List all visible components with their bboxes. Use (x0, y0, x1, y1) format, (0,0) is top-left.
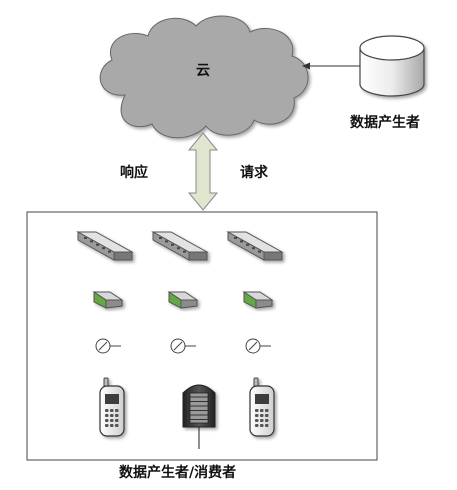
gateway-icon (167, 291, 199, 309)
sensor-icon (182, 384, 216, 449)
response-label: 响应 (120, 165, 148, 181)
cloud-shape (99, 15, 309, 139)
antenna-icon (245, 338, 271, 354)
database-icon (359, 35, 425, 97)
device-columns (76, 231, 284, 449)
network-box (26, 211, 378, 461)
switch-icon (226, 231, 284, 261)
mobile-phone-icon (249, 377, 275, 437)
gateway-icon (242, 291, 274, 309)
request-response-arrow (187, 132, 219, 211)
device-column-1 (76, 231, 134, 437)
switch-icon (76, 231, 134, 261)
producer-label: 数据产生者 (350, 115, 420, 131)
producer-to-cloud-arrow (302, 62, 360, 70)
antenna-icon (170, 338, 196, 354)
cloud-label: 云 (196, 63, 210, 79)
mobile-phone-icon (99, 377, 125, 437)
device-column-2 (151, 231, 216, 449)
device-column-3 (226, 231, 284, 437)
switch-icon (151, 231, 209, 261)
producer-consumer-label: 数据产生者/消费者 (119, 465, 237, 481)
gateway-icon (92, 291, 124, 309)
request-label: 请求 (240, 165, 268, 181)
antenna-icon (95, 338, 121, 354)
